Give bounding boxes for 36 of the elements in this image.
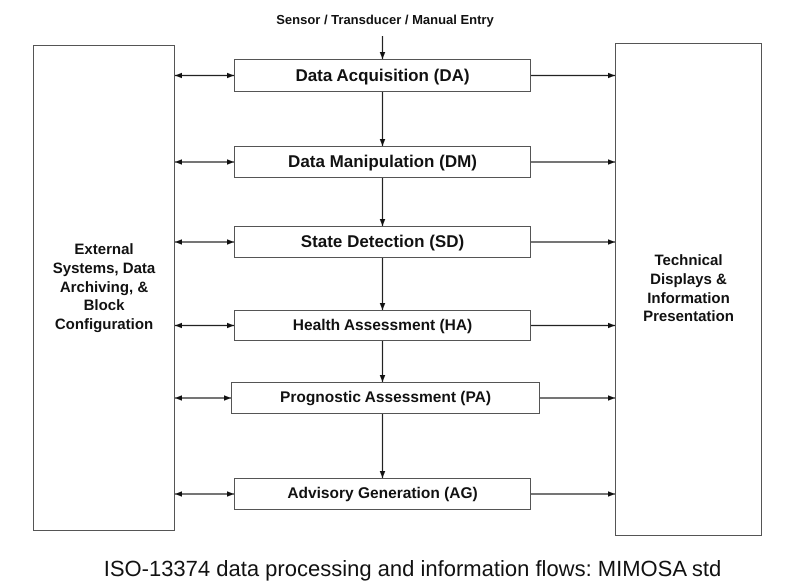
arrow [531, 491, 615, 497]
arrow [380, 36, 386, 59]
arrow [531, 322, 615, 328]
box-label: State Detection (SD) [300, 232, 464, 252]
arrow [531, 239, 615, 245]
arrow [540, 395, 615, 401]
box-label: Advisory Generation (AG) [287, 485, 478, 503]
arrow [175, 322, 234, 328]
arrow [380, 414, 386, 478]
arrow [380, 92, 386, 146]
arrow [531, 159, 615, 165]
system-panel [33, 45, 175, 531]
input-label: Sensor / Transducer / Manual Entry [276, 12, 494, 26]
arrow [175, 159, 234, 165]
arrow [175, 72, 234, 78]
process-box [234, 59, 531, 92]
arrow [175, 491, 234, 497]
arrow [380, 341, 386, 382]
process-box [234, 478, 531, 510]
arrow [175, 395, 231, 401]
arrow [531, 72, 615, 78]
process-box [234, 226, 531, 258]
process-box [234, 146, 531, 178]
caption: ISO-13374 data processing and information flows: MIMOSA std [102, 556, 722, 581]
box-label: External Systems, Data Archiving, & Block Configuration [52, 241, 156, 335]
process-box [234, 310, 531, 341]
box-label: Health Assessment (HA) [292, 316, 472, 334]
system-panel [615, 43, 762, 536]
arrow [380, 258, 386, 310]
box-label: Data Manipulation (DM) [288, 152, 477, 172]
box-label: Data Acquisition (DA) [295, 66, 470, 86]
box-label: Technical Displays & Information Presentation [642, 252, 735, 327]
arrow [175, 239, 234, 245]
process-box [231, 382, 540, 414]
box-label: Prognostic Assessment (PA) [280, 389, 492, 407]
arrow [380, 178, 386, 226]
